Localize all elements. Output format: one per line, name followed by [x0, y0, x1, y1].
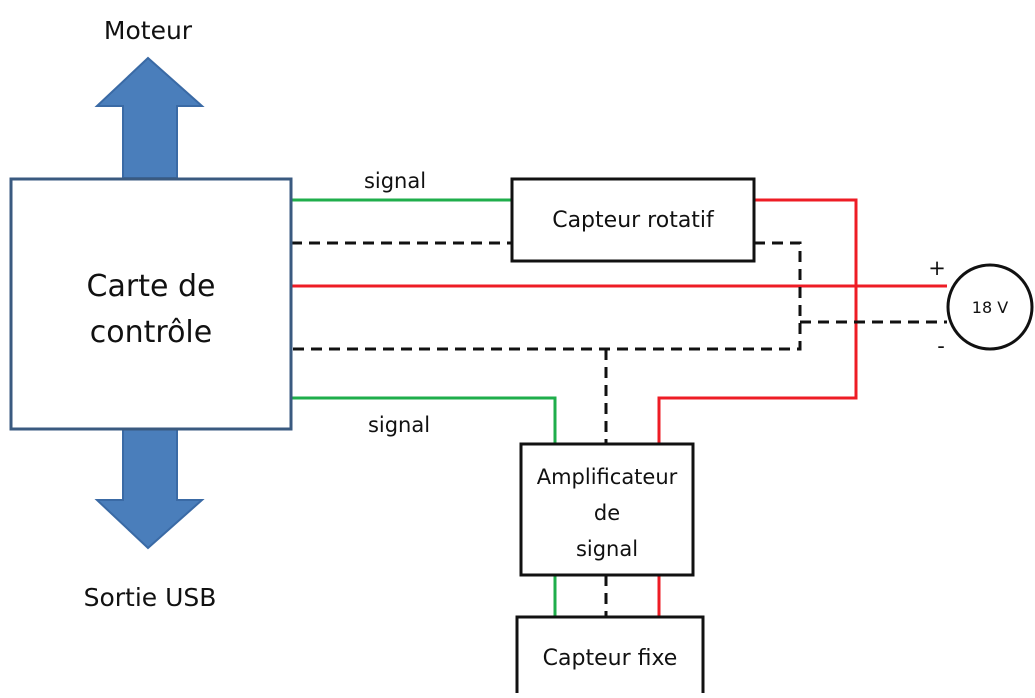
power-supply-circle: [946, 263, 1034, 351]
control-board-label-line1: Carte de: [87, 269, 216, 304]
rotary-sensor-box: [510, 177, 756, 263]
usb-label: Sortie USB: [84, 583, 217, 612]
signal-label-top: signal: [364, 169, 426, 193]
signal-label-bottom: signal: [368, 413, 430, 437]
amplifier-label-line3: signal: [576, 537, 638, 561]
plus-label: +: [928, 256, 946, 280]
amplifier-label-line2: de: [594, 501, 620, 525]
fixed-sensor-box: [515, 615, 705, 698]
motor-label: Moteur: [104, 16, 193, 45]
control-board-box: [9, 177, 293, 431]
ground-wires: [291, 241, 947, 617]
signal-wire-amplifier: [291, 396, 557, 444]
minus-label: -: [937, 334, 945, 358]
fixed-sensor-label: Capteur fixe: [543, 646, 678, 671]
power-wires: [291, 198, 947, 617]
amplifier-box: [519, 442, 695, 577]
control-board-label-line2: contrôle: [90, 315, 212, 350]
power-supply-label: 18 V: [972, 298, 1008, 317]
amplifier-label-line1: Amplificateur: [537, 465, 678, 489]
power-wire-rotary-amplifier: [657, 198, 858, 444]
signal-wires: [291, 198, 557, 617]
usb-arrow: [94, 428, 205, 550]
ground-wire-rotary-return: [291, 241, 802, 351]
motor-arrow: [94, 56, 205, 179]
rotary-sensor-label: Capteur rotatif: [552, 208, 715, 233]
